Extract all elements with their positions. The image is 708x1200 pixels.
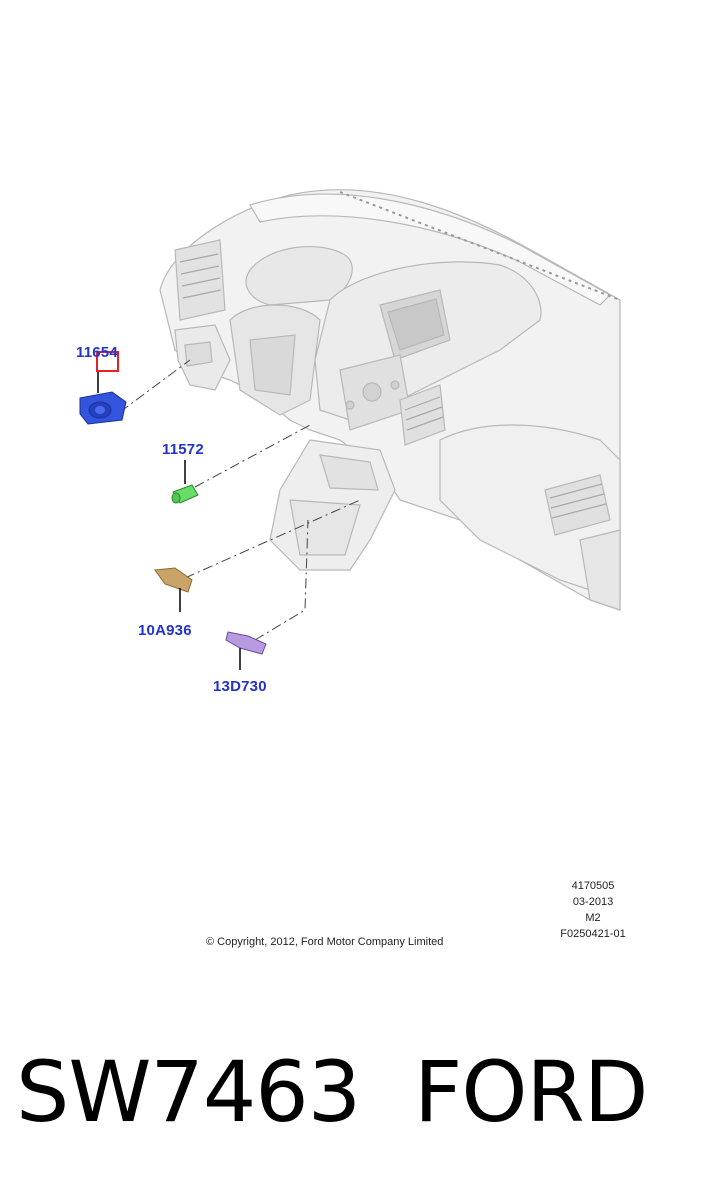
highlight-box: [96, 351, 119, 372]
part-11654-headlamp-switch: [79, 370, 127, 425]
drawing-revision: M2: [585, 912, 601, 924]
part-13D730-trim: [225, 631, 267, 670]
part-10A936-bracket: [154, 567, 193, 612]
leader-lines: [119, 359, 361, 641]
copyright-notice: © Copyright, 2012, Ford Motor Company Li…: [206, 936, 444, 948]
brand-name: FORD: [414, 1043, 648, 1141]
part-code: SW7463: [16, 1043, 361, 1141]
dashboard-diagram: [79, 189, 621, 670]
part-11572-switch: [171, 460, 199, 504]
label-11572: 11572: [162, 441, 204, 458]
label-11654: 11654: [76, 344, 118, 361]
drawing-date: 03-2013: [572, 896, 614, 908]
label-10A936: 10A936: [138, 622, 192, 639]
figure-number: F0250421-01: [560, 928, 626, 940]
label-13D730: 13D730: [213, 678, 267, 695]
instrument-panel: [159, 189, 621, 611]
drawing-number: 4170505: [571, 880, 615, 892]
